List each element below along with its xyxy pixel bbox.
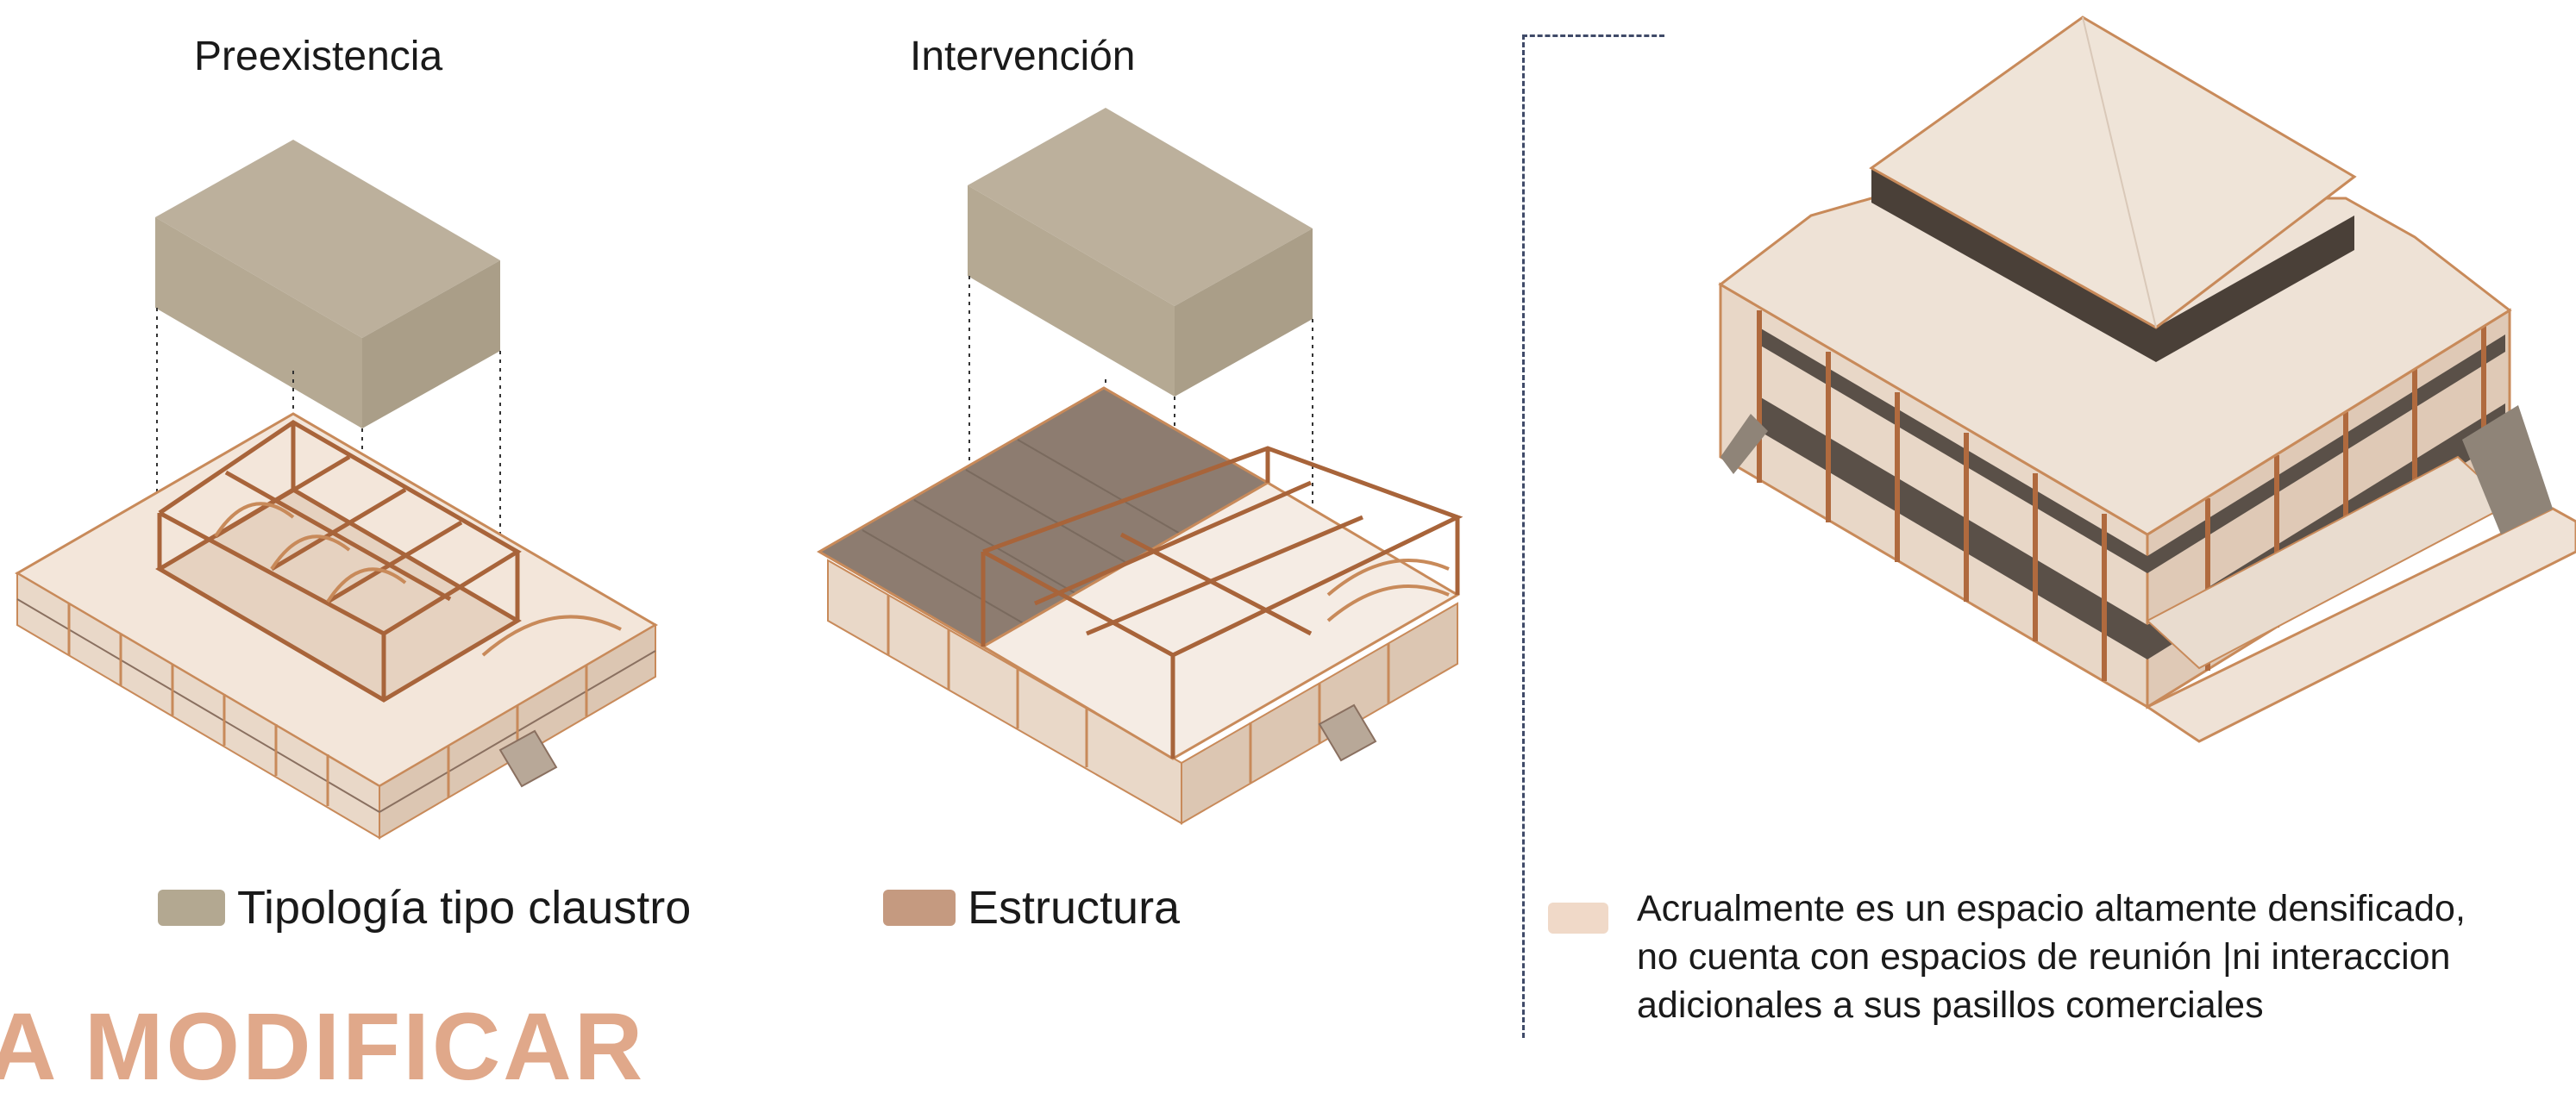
description-line-2: no cuenta con espacios de reunión |ni in… bbox=[1637, 936, 2451, 978]
title-preexistencia: Preexistencia bbox=[194, 34, 443, 79]
building-right bbox=[1718, 16, 2576, 743]
description-swatch bbox=[1548, 903, 1608, 934]
description-text: Acrualmente es un espacio altamente dens… bbox=[1637, 884, 2551, 1029]
description-line-1: Acrualmente es un espacio altamente dens… bbox=[1637, 888, 2466, 929]
legend-swatch-estructura bbox=[883, 890, 956, 926]
legend-item-tipologia: Tipología tipo claustro bbox=[158, 881, 691, 934]
legend-label-tipologia: Tipología tipo claustro bbox=[237, 882, 692, 934]
building-left bbox=[15, 412, 658, 840]
building-middle bbox=[817, 386, 1463, 825]
legend-swatch-tipologia bbox=[158, 890, 225, 926]
axonometric-drawings bbox=[15, 16, 2576, 840]
legend-item-estructura: Estructura bbox=[883, 881, 1180, 934]
section-heading: A MODIFICAR bbox=[0, 994, 646, 1100]
dashed-divider-horizontal bbox=[1522, 34, 1664, 37]
legend-label-estructura: Estructura bbox=[968, 882, 1181, 934]
massing-block-left bbox=[155, 140, 500, 428]
dashed-divider-vertical bbox=[1522, 34, 1525, 1038]
description-line-3: adicionales a sus pasillos comerciales bbox=[1637, 984, 2264, 1026]
title-intervencion: Intervención bbox=[910, 34, 1136, 79]
massing-block-middle bbox=[968, 108, 1313, 397]
